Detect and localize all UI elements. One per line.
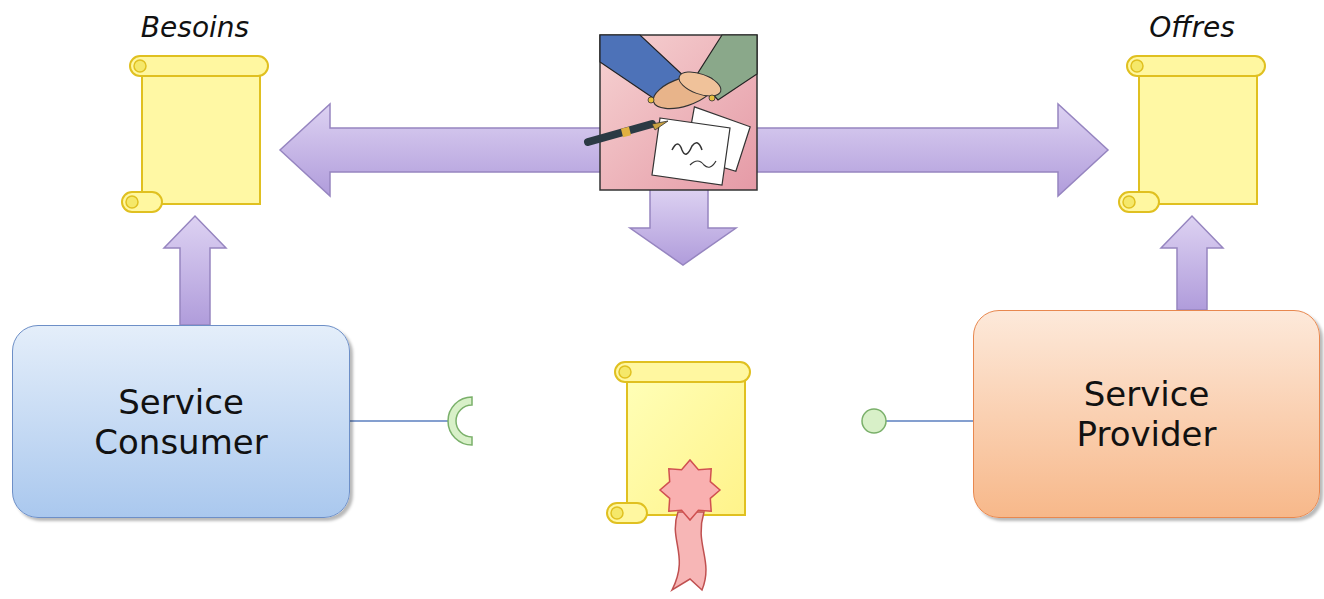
block-arrow (280, 104, 1108, 196)
contract-scroll (607, 362, 750, 523)
service-box: Service Provider (973, 310, 1320, 518)
provided-interface-lollipop (862, 409, 886, 433)
scroll-outline (110, 54, 280, 216)
seal-rosette (660, 460, 720, 520)
interface-wire (350, 420, 449, 422)
down-arrow (630, 188, 736, 265)
seal-ribbon (672, 512, 706, 590)
scroll-shape (122, 56, 268, 212)
service-name: Service Provider (1032, 374, 1262, 454)
service-name: Service Consumer (66, 382, 296, 462)
scroll-shape (1119, 56, 1265, 212)
document-heading: Offres (1108, 8, 1276, 48)
required-interface-socket (448, 397, 472, 445)
interface-wire (886, 420, 973, 422)
document-scroll: Besoins (110, 8, 280, 216)
block-arrow (1161, 216, 1223, 310)
block-arrow (164, 216, 226, 325)
service-box: Service Consumer (12, 325, 350, 518)
document-heading: Besoins (110, 8, 280, 48)
handshake-clipart (588, 35, 757, 190)
document-scroll: Offres (1108, 8, 1276, 216)
scroll-outline (1108, 54, 1276, 216)
